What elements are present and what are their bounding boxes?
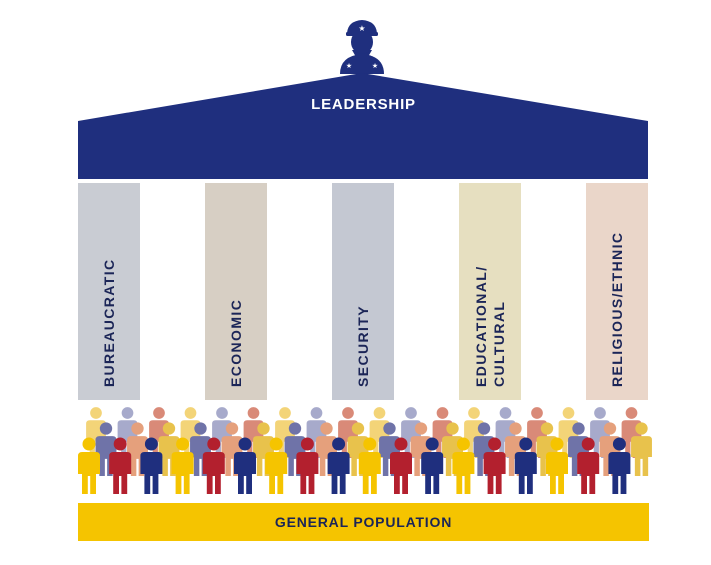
person-icon <box>483 437 506 494</box>
person-icon <box>452 437 475 494</box>
person-icon <box>171 437 194 494</box>
pillar-label-line: EDUCATIONAL/ <box>473 265 489 387</box>
person-icon <box>608 437 631 494</box>
pillar-3 <box>332 183 394 400</box>
leadership-roof <box>78 73 648 179</box>
pillar-1 <box>78 183 140 400</box>
pillar-label-religious-ethnic: RELIGIOUS/ETHNIC <box>609 231 625 387</box>
general-population-base <box>78 503 649 541</box>
person-icon <box>390 437 412 494</box>
person-icon <box>140 437 163 494</box>
svg-text:★: ★ <box>372 62 378 70</box>
pillar-2 <box>205 183 267 400</box>
person-icon <box>202 437 225 494</box>
person-icon <box>577 437 600 494</box>
pillar-label-line: CULTURAL <box>491 300 507 387</box>
svg-text:★: ★ <box>346 62 352 70</box>
general-population-label: GENERAL POPULATION <box>274 514 453 530</box>
person-icon <box>631 422 652 476</box>
pillar-label-bureaucratic: BUREAUCRATIC <box>101 258 117 387</box>
person-icon <box>327 437 350 494</box>
svg-text:★: ★ <box>358 24 365 33</box>
pillar-label-security: SECURITY <box>355 305 371 387</box>
officer-icon: ★ ★ ★ <box>340 20 384 74</box>
pillars-group <box>78 183 648 400</box>
pillar-label-economic: ECONOMIC <box>228 298 244 387</box>
pillar-5 <box>586 183 648 400</box>
person-icon <box>296 437 319 494</box>
person-icon <box>234 437 256 494</box>
leadership-label: LEADERSHIP <box>311 96 416 113</box>
pillar-label-educational-cultural: EDUCATIONAL/CULTURAL <box>472 265 508 387</box>
person-icon <box>358 437 381 494</box>
person-icon <box>265 437 288 494</box>
population-crowd <box>78 407 652 494</box>
pillar-4 <box>459 183 521 400</box>
person-icon <box>421 437 444 494</box>
person-icon <box>78 437 100 494</box>
person-icon <box>546 437 568 494</box>
person-icon <box>109 437 132 494</box>
person-icon <box>514 437 537 494</box>
